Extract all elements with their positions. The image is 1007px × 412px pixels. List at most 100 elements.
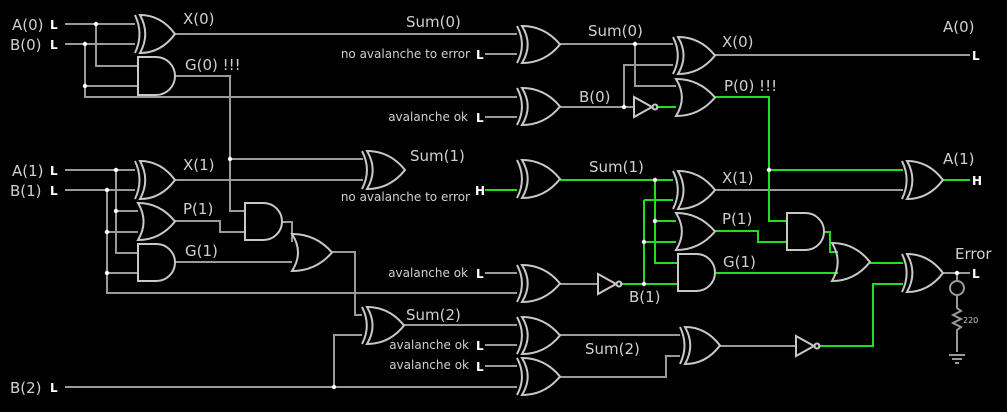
wire [95, 24, 138, 67]
signal-label: Sum(0) [588, 22, 643, 40]
xor-gate-icon [516, 315, 562, 356]
junction-dot [93, 21, 99, 27]
side-input-toggle[interactable]: L [476, 48, 484, 62]
junction-dot [641, 281, 647, 287]
wire [115, 170, 138, 254]
xor-gate-icon [134, 159, 177, 201]
signal-label: Sum(1) [410, 147, 465, 165]
xor-gate-icon [672, 35, 717, 76]
junction-dot [104, 270, 110, 276]
signal-label: Sum(2) [585, 340, 640, 358]
or-gate-icon [830, 241, 872, 283]
wire [824, 231, 838, 253]
wire [106, 190, 517, 294]
signal-label: G(1) [185, 242, 218, 260]
signal-label: P(1) [722, 210, 752, 228]
input-b0-toggle[interactable]: L [50, 38, 58, 52]
junction-dot [82, 41, 88, 47]
junction-dot [104, 187, 110, 193]
signal-label: G(0) !!! [185, 56, 241, 74]
junction-dot [652, 218, 658, 224]
ground-icon [949, 354, 965, 364]
xor-gate-icon [901, 159, 945, 201]
junction-dot [641, 239, 647, 245]
and-gate-icon [677, 253, 716, 292]
output-a1-label: A(1) [943, 150, 975, 168]
junction-dot [227, 156, 233, 162]
xor-gate-icon [134, 13, 177, 55]
error-led-icon [949, 280, 965, 296]
wire [634, 44, 676, 87]
junction-dot [82, 83, 88, 89]
output-error-label: Error [955, 245, 992, 263]
output-error-state: L [972, 267, 980, 281]
side-input-label: avalanche ok [388, 266, 468, 280]
side-input-toggle[interactable]: L [476, 360, 484, 374]
and-gate-icon [137, 56, 176, 96]
or-gate-icon [290, 232, 334, 273]
input-b1-label: B(1) [10, 182, 42, 200]
wire [623, 64, 673, 107]
not-gate-icon [633, 95, 655, 119]
wire [175, 75, 245, 212]
wire [715, 230, 787, 243]
side-input-label: avalanche ok [389, 358, 469, 372]
wire [560, 355, 680, 378]
junction-dot [766, 167, 772, 173]
xor-gate-icon [516, 24, 562, 65]
junction-dot [104, 229, 110, 235]
xor-gate-icon [516, 158, 562, 200]
wire [84, 44, 517, 98]
or-gate-icon [674, 211, 717, 252]
input-b2-toggle[interactable]: L [50, 381, 58, 395]
xor-gate-icon [679, 325, 722, 366]
resistor-icon [950, 295, 964, 352]
signal-label: Sum(0) [406, 13, 461, 31]
resistor-value: 220 [963, 316, 978, 325]
wire [715, 96, 787, 222]
side-input-label: no avalanche to error [341, 190, 470, 204]
input-a1-toggle[interactable]: L [50, 164, 58, 178]
side-input-toggle[interactable]: L [476, 111, 484, 125]
xor-gate-icon [516, 263, 562, 304]
signal-label: P(1) [183, 200, 213, 218]
xor-gate-icon [672, 169, 717, 211]
and-gate-icon [786, 212, 825, 251]
wire [654, 180, 678, 264]
junction-dot [954, 270, 960, 276]
xor-gate-icon [361, 305, 406, 346]
output-a1-state: H [972, 174, 982, 188]
side-input-label: no avalanche to error [341, 47, 470, 61]
input-b1-toggle[interactable]: L [50, 184, 58, 198]
xor-gate-icon [901, 252, 945, 294]
output-a0-state: L [972, 49, 980, 63]
junction-dot [632, 41, 638, 47]
signal-label: Sum(1) [589, 158, 644, 176]
junction-dot [652, 177, 658, 183]
signal-label: G(1) [723, 253, 756, 271]
side-input-toggle[interactable]: L [476, 339, 484, 353]
wire [333, 334, 362, 387]
not-gate-icon [795, 334, 817, 358]
side-input-toggle[interactable]: L [476, 267, 484, 281]
signal-label: B(0) [579, 88, 611, 106]
side-input-toggle[interactable]: H [475, 184, 485, 198]
input-a0-toggle[interactable]: L [50, 18, 58, 32]
side-input-label: avalanche ok [389, 338, 469, 352]
wire [818, 283, 903, 347]
input-a0-label: A(0) [12, 16, 44, 34]
wire [332, 251, 362, 316]
output-a0-label: A(0) [943, 18, 975, 36]
wire [175, 220, 245, 233]
signal-label: X(1) [722, 169, 754, 187]
signal-label: X(0) [183, 10, 215, 28]
junction-dot [621, 104, 627, 110]
signal-label: B(1) [629, 288, 661, 306]
junction-dot [113, 167, 119, 173]
input-b2-label: B(2) [10, 379, 42, 397]
input-b0-label: B(0) [10, 36, 42, 54]
xor-gate-icon [516, 356, 562, 397]
signal-label: Sum(2) [406, 306, 461, 324]
signal-label: P(0) !!! [724, 77, 777, 95]
